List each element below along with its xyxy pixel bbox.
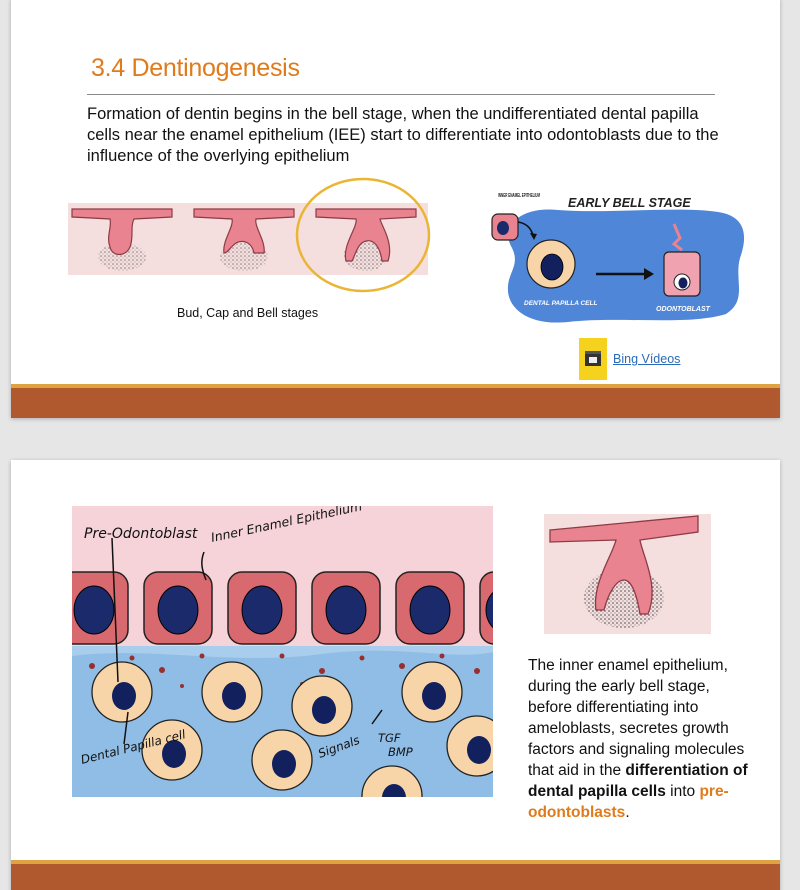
footer-bar bbox=[11, 388, 780, 418]
label-tgf: TGF bbox=[378, 731, 401, 745]
bud-stage bbox=[72, 209, 172, 271]
slide-body-text: Formation of dentin begins in the bell s… bbox=[87, 104, 727, 167]
video-icon[interactable] bbox=[579, 338, 607, 380]
slide-title: 3.4 Dentinogenesis bbox=[91, 54, 300, 83]
label-dental-papilla: DENTAL PAPILLA CELL bbox=[524, 300, 597, 307]
cap-stage bbox=[194, 209, 294, 271]
bell-stage-highlight-circle bbox=[294, 176, 432, 294]
label-iee: INNER ENAMEL EPITHELIUM bbox=[498, 193, 540, 199]
image-caption: Bud, Cap and Bell stages bbox=[177, 306, 318, 320]
bell-stage-image bbox=[544, 514, 711, 634]
footer-bar bbox=[11, 864, 780, 890]
early-bell-title: EARLY BELL STAGE bbox=[568, 196, 691, 210]
explanation-paragraph: The inner enamel epithelium, during the … bbox=[528, 655, 758, 823]
early-bell-stage-diagram: INNER ENAMEL EPITHELIUM EARLY BELL STAGE bbox=[478, 188, 753, 328]
bing-videos-link[interactable]: Bing Vídeos bbox=[613, 352, 680, 366]
para-end: . bbox=[625, 804, 629, 821]
para-text-part1: The inner enamel epithelium, during the … bbox=[528, 657, 744, 779]
dental-papilla-cell-icon bbox=[527, 240, 575, 288]
label-pre-odontoblast: Pre-Odontoblast bbox=[84, 526, 198, 542]
label-bmp: BMP bbox=[388, 745, 413, 759]
iee-cell-icon bbox=[492, 214, 518, 240]
slide-1: 3.4 Dentinogenesis Formation of dentin b… bbox=[11, 0, 780, 418]
title-divider bbox=[87, 94, 715, 95]
para-text-part2: into bbox=[666, 783, 700, 800]
video-link-group[interactable]: Bing Vídeos bbox=[579, 338, 680, 380]
label-odontoblast: ODONTOBLAST bbox=[656, 306, 711, 313]
slide-2: Pre-Odontoblast Inner Enamel Epithelium … bbox=[11, 460, 780, 890]
cell-signaling-figure: Pre-Odontoblast Inner Enamel Epithelium … bbox=[72, 506, 493, 797]
